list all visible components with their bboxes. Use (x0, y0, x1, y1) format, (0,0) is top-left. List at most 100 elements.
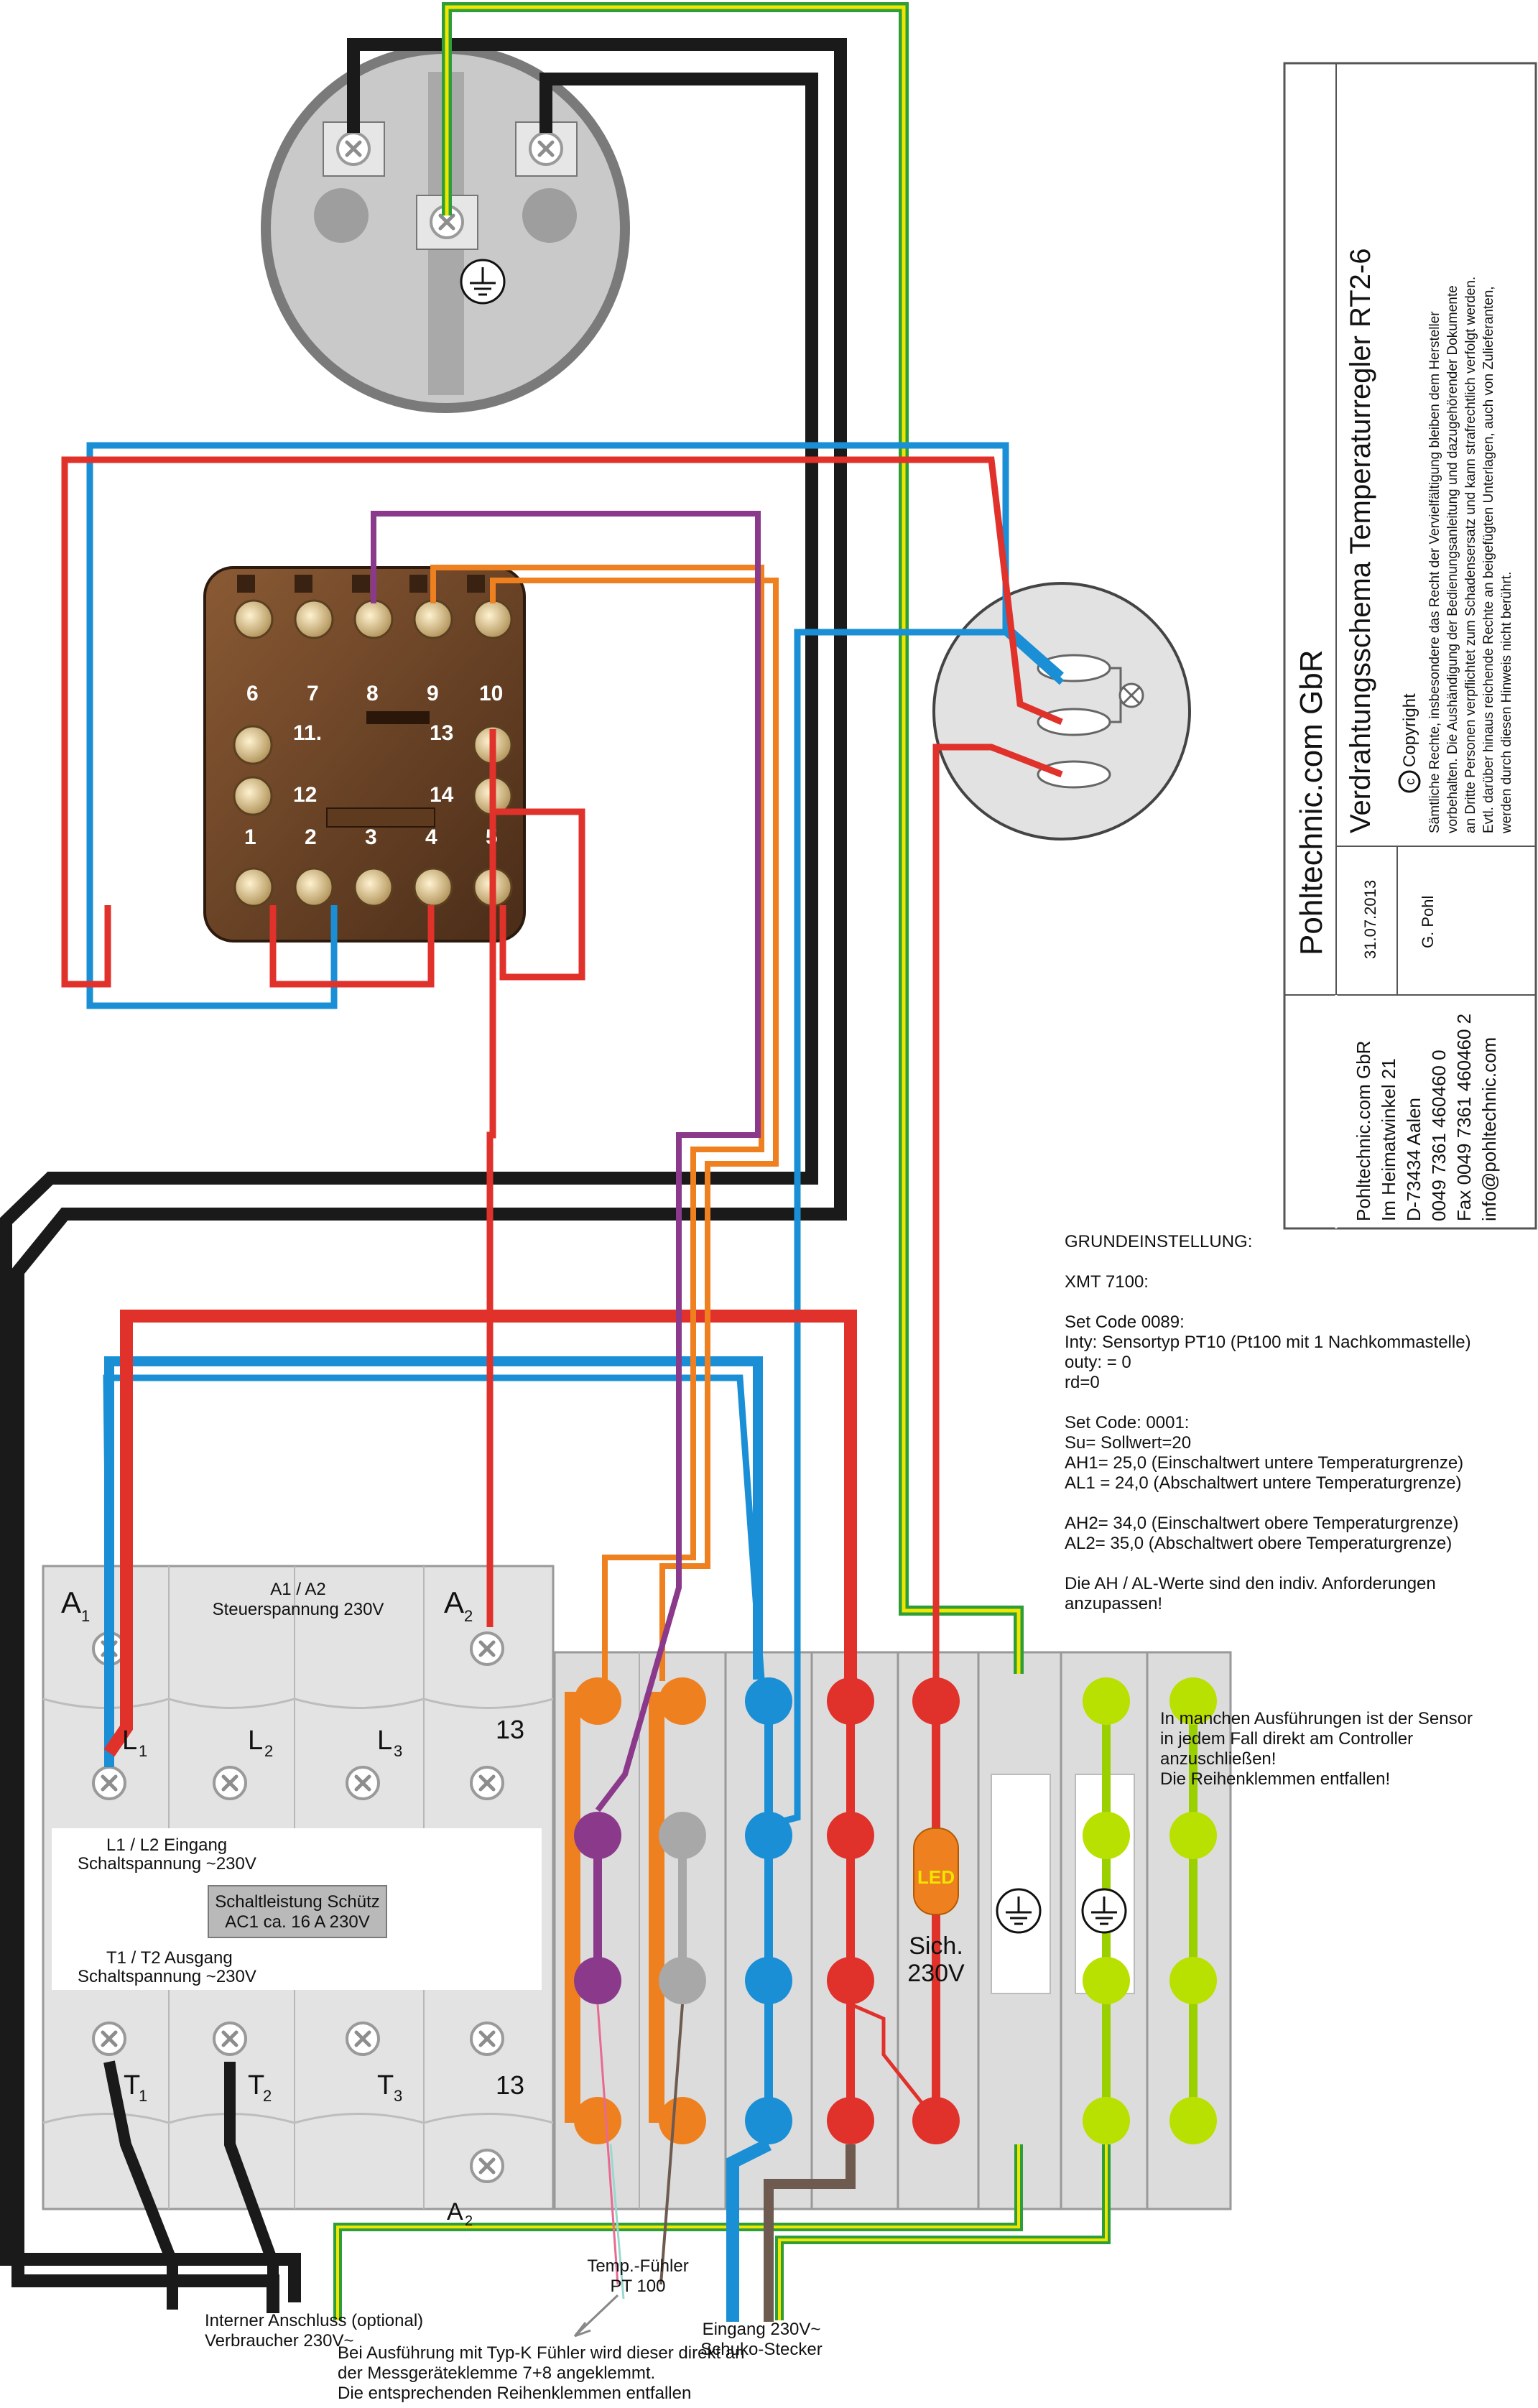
contactor-a1-label: A (61, 1585, 81, 1619)
settings-line: anzupassen! (1065, 1594, 1162, 1613)
settings-line: Inty: Sensortyp PT10 (Pt100 mit 1 Nachko… (1065, 1333, 1471, 1352)
contactor-13-bottom: 13 (496, 2070, 524, 2100)
contactor-l2-sub: 2 (264, 1742, 273, 1760)
sensor-note-line: In manchen Ausführungen ist der Sensor (1160, 1709, 1473, 1728)
settings-line: outy: = 0 (1065, 1353, 1131, 1372)
contactor-13-top: 13 (496, 1715, 524, 1744)
contactor-a2-label: A (444, 1585, 464, 1619)
coil-label-2: Steuerspannung 230V (213, 1600, 384, 1619)
rating-label-2: AC1 ca. 16 A 230V (225, 1912, 369, 1932)
sensor-label-1: Temp.-Fühler (587, 2256, 688, 2276)
settings-line: rd=0 (1065, 1373, 1100, 1392)
copyright-line: Sämtliche Rechte, insbesondere das Recht… (1427, 311, 1442, 833)
relay-pin-8: 8 (366, 682, 379, 705)
contactor-t3-sub: 3 (394, 2087, 402, 2105)
relay-pin-9: 9 (427, 682, 439, 705)
earth-icon (1081, 1888, 1127, 1934)
relay-pin-14: 14 (430, 783, 454, 807)
date: 31.07.2013 (1361, 880, 1379, 959)
relay-pin-10: 10 (479, 682, 503, 705)
address-line: Fax 0049 7361 460460 2 (1453, 1014, 1475, 1221)
consumer-label-1: Interner Anschluss (optional) (205, 2311, 423, 2330)
relay-pin-3: 3 (365, 825, 377, 849)
contactor-l3-label: L (377, 1726, 392, 1756)
relay-pin-4: 4 (425, 825, 437, 849)
input-plug-label-1: Eingang 230V~ (703, 2320, 821, 2339)
settings-line: AL2= 35,0 (Abschaltwert obere Temperatur… (1065, 1534, 1452, 1553)
address-line: Pohltechnic.com GbR (1353, 1041, 1374, 1221)
settings-line: Set Code: 0001: (1065, 1413, 1189, 1432)
settings-line: AH2= 34,0 (Einschaltwert obere Temperatu… (1065, 1514, 1459, 1533)
settings-line: Set Code 0089: (1065, 1312, 1185, 1332)
sensor-label-2: PT 100 (611, 2277, 666, 2296)
copyright-line: vorbehalten. Die Aushändigung der Bedien… (1445, 285, 1460, 833)
coil-label-1: A1 / A2 (270, 1580, 325, 1599)
typek-note-1: Bei Ausführung mit Typ-K Fühler wird die… (338, 2343, 744, 2363)
author: G. Pohl (1419, 896, 1437, 948)
copyright-heading: Copyright (1400, 693, 1419, 767)
settings-line: AH1= 25,0 (Einschaltwert untere Temperat… (1065, 1453, 1463, 1473)
settings-line: GRUNDEINSTELLUNG: (1065, 1232, 1252, 1251)
svg-text:c: c (1403, 779, 1417, 785)
contactor-l2-label: L (248, 1726, 263, 1756)
contactor-l3-sub: 3 (394, 1742, 402, 1760)
sensor-note-line: in jedem Fall direkt am Controller (1160, 1729, 1413, 1749)
settings-line: Su= Sollwert=20 (1065, 1433, 1191, 1453)
terminal-blocks: LED (553, 1651, 1232, 2210)
relay-pin-7: 7 (307, 682, 319, 705)
rating-label-1: Schaltleistung Schütz (215, 1892, 379, 1912)
fuse-label-2: 230V (907, 1960, 965, 1987)
bottom-labels: Temp.-Fühler PT 100 Eingang 230V~ Schuko… (205, 2256, 823, 2403)
settings-line: AL1 = 24,0 (Abschaltwert untere Temperat… (1065, 1473, 1462, 1493)
output-label-2: Schaltspannung ~230V (78, 1967, 256, 1986)
company-title: Pohltechnic.com GbR (1294, 649, 1329, 955)
sensor-note: In manchen Ausführungen ist der Sensor i… (1160, 1709, 1473, 1789)
relay-pin-11: 11. (293, 721, 322, 745)
title-block: Pohltechnic.com GbR Verdrahtungsschema T… (1283, 62, 1537, 1230)
relay-pin-13: 13 (430, 721, 453, 745)
input-label-1: L1 / L2 Eingang (106, 1835, 227, 1855)
copyright-line: werden durch diesen Hinweis nicht berühr… (1499, 572, 1514, 834)
input-label-2: Schaltspannung ~230V (78, 1854, 256, 1874)
contactor-l1-sub: 1 (139, 1742, 147, 1760)
relay-socket: 6 7 8 9 10 11. 12 13 14 1 2 3 4 5 (203, 566, 526, 943)
typek-note-3: Die entsprechenden Reihenklemmen entfall… (338, 2384, 691, 2403)
contactor-t1-sub: 1 (139, 2087, 147, 2105)
sensor-note-line: Die Reihenklemmen entfallen! (1160, 1769, 1390, 1789)
consumer-label-2: Verbraucher 230V~ (205, 2331, 353, 2351)
contactor-a2-sub: 2 (464, 1607, 473, 1625)
earth-icon (996, 1888, 1042, 1934)
settings-line: Die AH / AL-Werte sind den indiv. Anford… (1065, 1574, 1436, 1593)
address-line: Im Heimatwinkel 21 (1378, 1058, 1399, 1221)
address-line: 0049 7361 460460 0 (1428, 1050, 1450, 1221)
copyright-icon: c (1398, 770, 1421, 793)
relay-pin-2: 2 (305, 825, 317, 849)
settings-block: GRUNDEINSTELLUNG: XMT 7100: Set Code 008… (1065, 1232, 1471, 1613)
sensor-note-line: anzuschließen! (1160, 1749, 1276, 1769)
copyright-line: Evtl. darüber hinaus reichende Rechte an… (1481, 286, 1496, 833)
output-label-1: T1 / T2 Ausgang (106, 1948, 233, 1968)
copyright-line: an Dritte Personen verpflichtet zum Scha… (1463, 277, 1478, 833)
contactor-t2-label: T (248, 2070, 264, 2101)
schuko-socket (261, 44, 630, 413)
diagram-title: Verdrahtungsschema Temperaturregler RT2-… (1345, 249, 1376, 834)
contactor-a2-bottom-sub: 2 (465, 2213, 473, 2229)
typek-arrow (573, 2294, 619, 2338)
contactor-t2-sub: 2 (263, 2087, 272, 2105)
relay-pin-1: 1 (244, 825, 256, 849)
contactor-a1-sub: 1 (81, 1607, 90, 1625)
typek-note-2: der Messgeräteklemme 7+8 angeklemmt. (338, 2363, 655, 2383)
relay-pin-6: 6 (246, 682, 259, 705)
contactor-labels: A 1 A 2 A1 / A2 Steuerspannung 230V L 1 … (61, 1580, 524, 2229)
relay-pin-12: 12 (293, 783, 317, 807)
wires (0, 2, 1111, 2322)
switch-indicator (932, 582, 1191, 841)
address-line: info@pohltechnic.com (1478, 1037, 1500, 1221)
contactor-t1-label: T (124, 2070, 140, 2101)
address-line: D-73434 Aalen (1403, 1098, 1424, 1221)
contactor-a2-bottom-label: A (447, 2198, 463, 2226)
input-plug-label-2: Schuko-Stecker (700, 2340, 822, 2359)
settings-line: XMT 7100: (1065, 1272, 1149, 1292)
earth-icon (460, 259, 506, 305)
